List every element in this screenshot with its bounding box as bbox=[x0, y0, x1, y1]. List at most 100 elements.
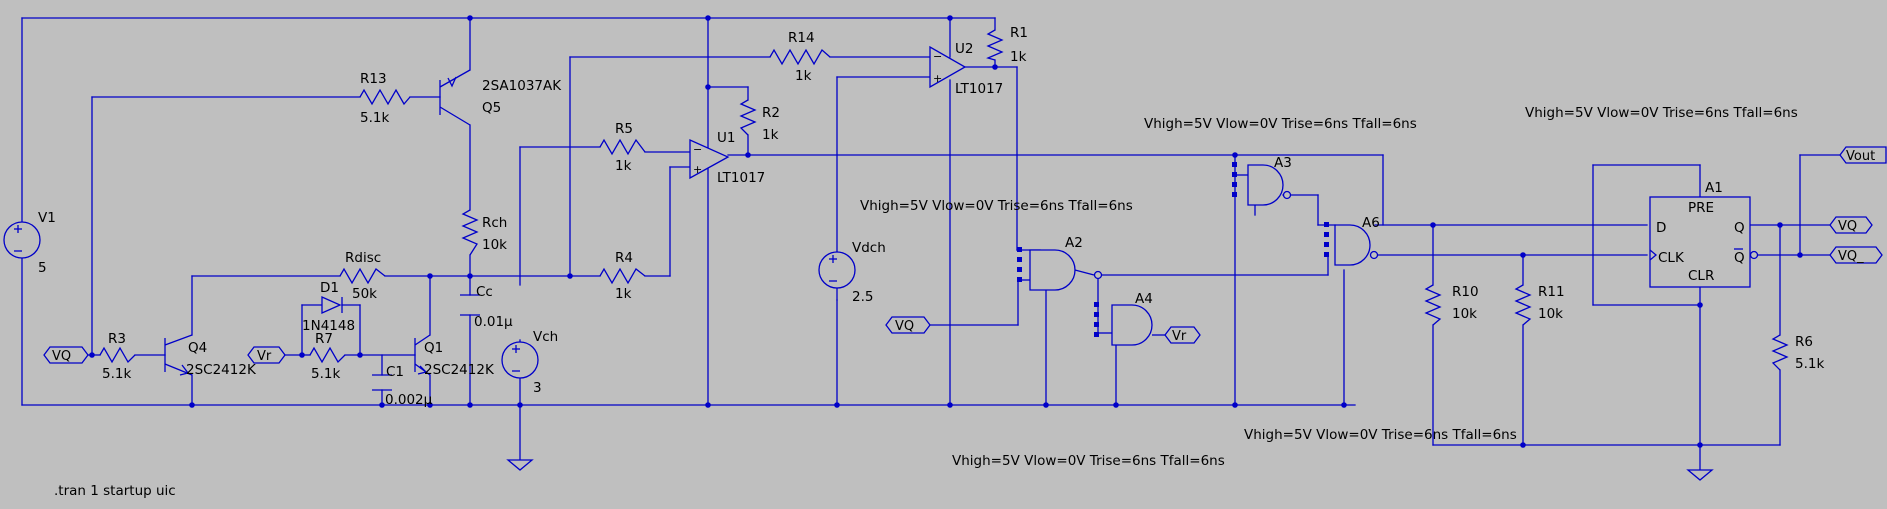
a1-qbar-label: Q bbox=[1734, 250, 1745, 266]
r4-label: R4 bbox=[615, 250, 633, 266]
vdch-label: Vdch bbox=[852, 240, 886, 256]
vdch-value: 2.5 bbox=[852, 289, 873, 305]
r1-value: 1k bbox=[1010, 49, 1027, 65]
vch-label: Vch bbox=[533, 329, 558, 345]
r5-resistor: R5 1k bbox=[599, 121, 646, 174]
r10-resistor: R10 10k bbox=[1424, 284, 1479, 326]
r13-label: R13 bbox=[360, 71, 387, 87]
vch-value: 3 bbox=[533, 380, 542, 396]
net-label-vq-mid: VQ bbox=[885, 316, 931, 334]
a6-label: A6 bbox=[1362, 215, 1380, 231]
svg-text:VQ_: VQ_ bbox=[1838, 249, 1864, 264]
a4-gate: A4 bbox=[1094, 291, 1165, 346]
net-label-vr-right: Vr bbox=[1164, 326, 1201, 344]
d1-diode: D1 1N4148 bbox=[302, 280, 355, 334]
u1-opamp: − + U1 LT1017 bbox=[689, 130, 765, 186]
q4-label: Q4 bbox=[188, 340, 207, 356]
cc-capacitor: Cc 0.01µ bbox=[460, 284, 513, 330]
r7-label: R7 bbox=[315, 331, 333, 347]
rdisc-resistor: Rdisc 50k bbox=[339, 250, 386, 302]
vdch-source: Vdch 2.5 bbox=[818, 240, 886, 305]
spec-a6: Vhigh=5V Vlow=0V Trise=6ns Tfall=6ns bbox=[1244, 427, 1517, 443]
svg-text:VQ: VQ bbox=[895, 319, 914, 334]
r11-resistor: R11 10k bbox=[1514, 284, 1565, 326]
a2-gate: A2 bbox=[1017, 235, 1103, 291]
spec-a3: Vhigh=5V Vlow=0V Trise=6ns Tfall=6ns bbox=[1144, 116, 1417, 132]
svg-text:VQ: VQ bbox=[1838, 219, 1857, 234]
rch-label: Rch bbox=[482, 215, 507, 231]
vch-source: Vch 3 bbox=[501, 329, 558, 396]
a3-gate: A3 bbox=[1232, 155, 1292, 206]
a3-label: A3 bbox=[1274, 155, 1292, 171]
r5-value: 1k bbox=[615, 158, 632, 174]
r1-label: R1 bbox=[1010, 25, 1028, 41]
r6-resistor: R6 5.1k bbox=[1771, 334, 1824, 372]
a1-pre-label: PRE bbox=[1688, 200, 1714, 216]
q5-transistor: 2SA1037AK Q5 bbox=[439, 69, 562, 126]
q4-transistor: Q4 2SC2412K bbox=[164, 334, 257, 378]
a1-label: A1 bbox=[1705, 180, 1723, 196]
r14-resistor: R14 1k bbox=[769, 30, 831, 84]
a4-label: A4 bbox=[1135, 291, 1153, 307]
junctions bbox=[89, 15, 1803, 448]
svg-text:Vr: Vr bbox=[257, 349, 272, 364]
q5-model: 2SA1037AK bbox=[482, 78, 562, 94]
rch-value: 10k bbox=[482, 237, 507, 253]
r13-value: 5.1k bbox=[360, 110, 389, 126]
r11-value: 10k bbox=[1538, 306, 1563, 322]
v1-value: 5 bbox=[38, 260, 47, 276]
u1-model: LT1017 bbox=[717, 170, 765, 186]
r10-value: 10k bbox=[1452, 306, 1477, 322]
q5-label: Q5 bbox=[482, 100, 501, 116]
d1-label: D1 bbox=[320, 280, 339, 296]
q4-model: 2SC2412K bbox=[186, 362, 257, 378]
ground-symbol-right bbox=[1686, 469, 1714, 481]
spec-a1: Vhigh=5V Vlow=0V Trise=6ns Tfall=6ns bbox=[1525, 105, 1798, 121]
a2-label: A2 bbox=[1065, 235, 1083, 251]
r4-resistor: R4 1k bbox=[599, 250, 646, 302]
r6-label: R6 bbox=[1795, 334, 1813, 350]
net-label-vq-bar: VQ_ bbox=[1829, 246, 1883, 264]
net-label-vout: Vout bbox=[1839, 146, 1887, 164]
r3-value: 5.1k bbox=[102, 366, 131, 382]
u1-label: U1 bbox=[717, 130, 735, 146]
r5-label: R5 bbox=[615, 121, 633, 137]
c1-capacitor: C1 0.002µ bbox=[372, 364, 433, 408]
r6-value: 5.1k bbox=[1795, 356, 1824, 372]
r11-label: R11 bbox=[1538, 284, 1565, 300]
r2-label: R2 bbox=[762, 105, 780, 121]
u2-label: U2 bbox=[955, 41, 973, 57]
v1-label: V1 bbox=[38, 210, 56, 226]
a1-d-label: D bbox=[1656, 220, 1666, 236]
r10-label: R10 bbox=[1452, 284, 1479, 300]
r14-label: R14 bbox=[788, 30, 815, 46]
spice-directive[interactable]: .tran 1 startup uic bbox=[54, 483, 176, 499]
c1-value: 0.002µ bbox=[385, 392, 433, 408]
r2-value: 1k bbox=[762, 127, 779, 143]
a6-gate: A6 bbox=[1324, 215, 1380, 266]
wires bbox=[21, 17, 1841, 471]
svg-text:+: + bbox=[933, 72, 942, 85]
q1-transistor: Q1 2SC2412K bbox=[414, 334, 495, 378]
spec-a4: Vhigh=5V Vlow=0V Trise=6ns Tfall=6ns bbox=[952, 453, 1225, 469]
c1-label: C1 bbox=[386, 364, 404, 380]
cc-value: 0.01µ bbox=[474, 314, 513, 330]
cc-label: Cc bbox=[476, 284, 493, 300]
ground-symbol bbox=[506, 459, 534, 471]
rdisc-label: Rdisc bbox=[345, 250, 381, 266]
r3-label: R3 bbox=[108, 331, 126, 347]
net-label-vr-left: Vr bbox=[247, 346, 286, 364]
q1-label: Q1 bbox=[424, 340, 443, 356]
r2-resistor: R2 1k bbox=[739, 99, 780, 143]
rch-resistor: Rch 10k bbox=[461, 209, 507, 256]
r7-value: 5.1k bbox=[311, 366, 340, 382]
v1-source: V1 5 bbox=[3, 210, 56, 276]
spec-a2: Vhigh=5V Vlow=0V Trise=6ns Tfall=6ns bbox=[860, 198, 1133, 214]
net-label-vq-left: VQ bbox=[43, 346, 89, 364]
svg-text:+: + bbox=[693, 163, 702, 176]
u2-opamp: − + U2 LT1017 bbox=[929, 41, 1003, 97]
r13-resistor: R13 5.1k bbox=[359, 71, 411, 126]
r3-resistor: R3 5.1k bbox=[99, 331, 136, 382]
a1-flipflop: A1 PRE CLR D CLK Q Q bbox=[1649, 180, 1759, 288]
